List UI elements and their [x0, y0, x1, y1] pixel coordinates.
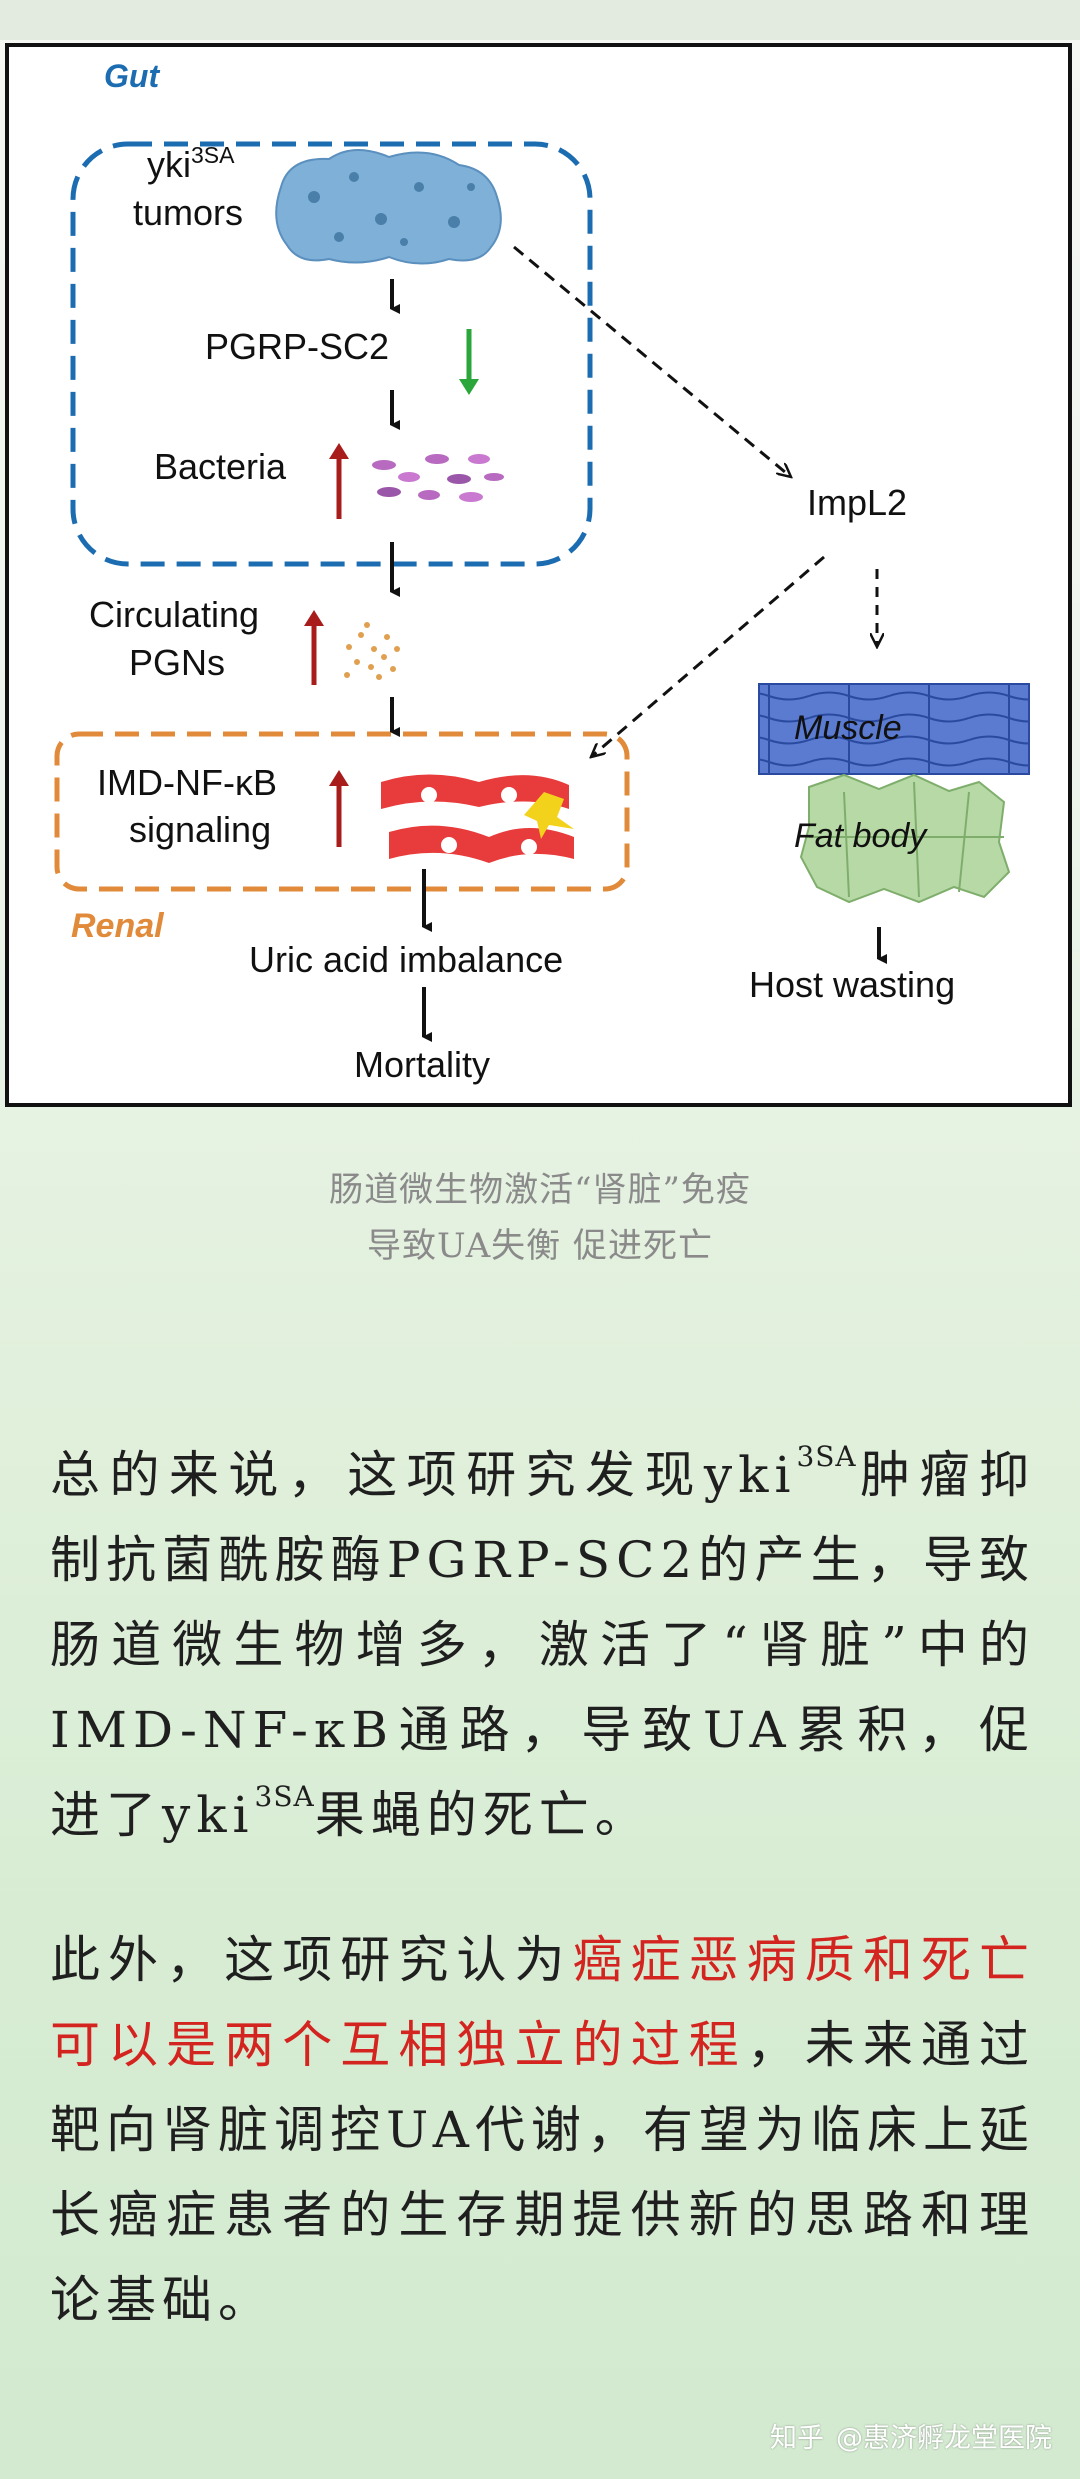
summary-superscript-2: 3SA — [254, 1780, 315, 1813]
uric-acid-label: Uric acid imbalance — [249, 939, 563, 980]
figure-caption-line1: 肠道微生物激活“肾脏”免疫 — [329, 1170, 751, 1210]
circulating-label-line2: PGNs — [129, 642, 225, 683]
increase-arrow-pgn-head — [304, 610, 324, 626]
tumor-cells-image — [275, 148, 502, 265]
pgrp-label: PGRP-SC2 — [205, 326, 389, 367]
pgn-particles-image — [344, 622, 400, 680]
renal-label: Renal — [71, 907, 165, 945]
fat-body-label: Fat body — [794, 817, 928, 855]
top-strip — [0, 0, 1080, 40]
muscle-label: Muscle — [794, 709, 902, 747]
watermark: 知乎 @惠济孵龙堂医院 — [770, 2416, 1052, 2455]
conclusion-text-b: ，未来通过靶向肾脏调控UA代谢，有望为临床上延长癌症患者的生存期提供新的思路和理… — [50, 2016, 1035, 2329]
imd-label: IMD-NF-κB — [97, 762, 277, 803]
flow-arrows — [390, 279, 887, 1042]
diagram-svg: Gut Renal yki3SA tumors PGRP-SC2 Bacteri… — [54, 58, 1030, 1085]
bacteria-image — [372, 454, 504, 502]
increase-arrow-head — [329, 443, 349, 459]
summary-text-a: 总的来说，这项研究发现yki — [50, 1446, 797, 1504]
gut-box — [70, 141, 593, 567]
arrow-tumor-to-impl2 — [513, 245, 791, 477]
circulating-label: Circulating — [89, 594, 259, 635]
watermark-author: @惠济孵龙堂医院 — [836, 2423, 1052, 2454]
conclusion-paragraph: 此外，这项研究认为癌症恶病质和死亡可以是两个互相独立的过程，未来通过靶向肾脏调控… — [50, 1918, 1035, 2343]
host-wasting-label: Host wasting — [749, 964, 955, 1005]
muscle-image — [758, 683, 1030, 775]
fat-body-image — [799, 773, 1011, 904]
diagram-figure: Gut Renal yki3SA tumors PGRP-SC2 Bacteri… — [5, 43, 1072, 1107]
renal-box — [54, 731, 630, 892]
conclusion-text-a: 此外，这项研究认为 — [50, 1931, 573, 1989]
tumor-label-line2: tumors — [133, 192, 243, 233]
renal-tubule-image — [381, 774, 574, 863]
decrease-arrow-head — [459, 379, 479, 395]
bacteria-label: Bacteria — [154, 446, 287, 487]
conclusion-highlight: 癌症恶病质和死亡可以是两个互相独立的过程 — [50, 1931, 1035, 2074]
arrow-impl2-to-renal — [591, 555, 825, 757]
watermark-site: 知乎 — [770, 2423, 824, 2454]
summary-paragraph: 总的来说，这项研究发现yki3SA肿瘤抑制抗菌酰胺酶PGRP-SC2的产生，导致… — [50, 1433, 1035, 1858]
imd-label-line2: signaling — [129, 809, 271, 850]
gut-label: Gut — [104, 58, 160, 94]
summary-superscript: 3SA — [796, 1440, 857, 1473]
impl2-label: ImpL2 — [807, 482, 907, 523]
dashed-arrows — [513, 245, 877, 757]
summary-text-c: 果蝇的死亡。 — [314, 1786, 651, 1844]
tumor-label: yki3SA — [147, 142, 235, 185]
figure-caption-line2: 导致UA失衡 促进死亡 — [367, 1226, 713, 1266]
summary-text-b: 肿瘤抑制抗菌酰胺酶PGRP-SC2的产生，导致肠道微生物增多，激活了“肾脏”中的… — [50, 1446, 1035, 1844]
mortality-label: Mortality — [354, 1044, 490, 1085]
increase-arrow-imd-head — [329, 770, 349, 786]
